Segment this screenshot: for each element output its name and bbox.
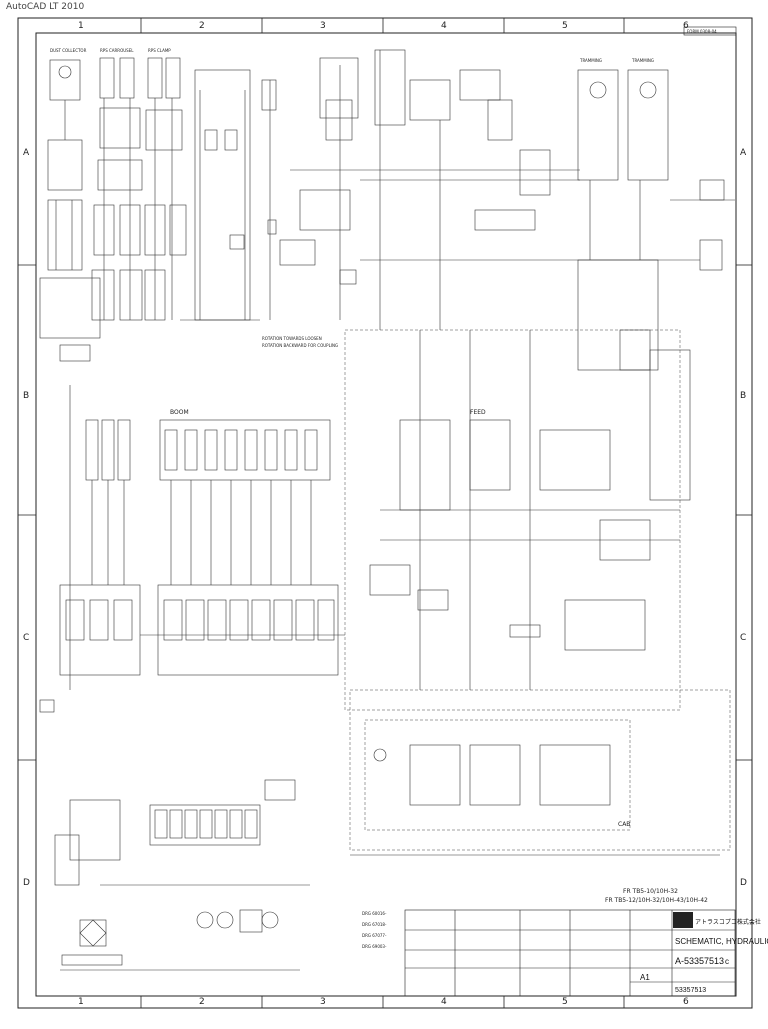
- boom-label: BOOM: [170, 409, 189, 416]
- dust-collector-circuit: [39, 59, 101, 362]
- tramming-left-label: TRAMMING: [579, 58, 602, 63]
- col-label-4: 4: [441, 21, 447, 31]
- rps-carousel-label: RPS CARROUSEL: [100, 48, 134, 53]
- row-label-a: A: [23, 148, 30, 158]
- inner-border: [35, 32, 737, 997]
- upper-right-circuit: [360, 49, 700, 330]
- rps-carousel-circuit: [91, 57, 187, 321]
- row-label-d: D: [23, 878, 30, 888]
- form-number: FORM 0308-04: [687, 29, 717, 34]
- dust-collector-label: DUST COLLECTOR: [50, 48, 87, 53]
- lower-left-circuit: [54, 779, 310, 971]
- model-line-2: FR TB5-12/10H-32/10H-43/10H-42: [605, 897, 708, 904]
- title-block: [404, 909, 736, 997]
- title-company-jp: アトラスコプコ株式会社: [695, 918, 761, 926]
- upper-center-lines: [180, 57, 360, 321]
- column-dividers: [18, 18, 752, 1008]
- revision-note-3: DRG 67077-: [362, 933, 387, 938]
- revision-note-4: DRG 69003-: [362, 944, 387, 949]
- col-label-4-bottom: 4: [441, 997, 447, 1007]
- revision-note-1: DRG 60016-: [362, 911, 387, 916]
- rotation-reset-left-label: ROTATION TOWARDS LOOSEN: [262, 336, 322, 341]
- outer-border: [17, 17, 753, 1009]
- tramming-right-label: TRAMMING: [631, 58, 654, 63]
- tramming-circuit: [577, 69, 735, 371]
- row-label-c-right: C: [740, 633, 746, 643]
- dashed-enclosures: [344, 329, 731, 851]
- cab-label: CAB: [618, 821, 630, 828]
- boom-valve-bank: [140, 419, 345, 676]
- title-drawing-title: SCHEMATIC, HYDRAULIC: [675, 937, 768, 946]
- cad-app-label: AutoCAD LT 2010: [6, 2, 85, 12]
- col-label-1-bottom: 1: [78, 997, 84, 1007]
- col-label-5-bottom: 5: [562, 997, 568, 1007]
- row-labels-left: A B C D: [23, 148, 30, 888]
- feed-label: FEED: [470, 409, 486, 416]
- feed-rotation-valves: [369, 329, 691, 690]
- cab-controls: [350, 744, 720, 856]
- title-part-number: 53357513: [675, 987, 706, 994]
- col-label-2: 2: [199, 21, 205, 31]
- row-label-b-right: B: [740, 391, 746, 401]
- column-labels-bottom: 1 2 3 4 5 6: [78, 997, 689, 1007]
- column-labels-top: 1 2 3 4 5 6: [78, 21, 689, 31]
- atlas-copco-logo: [673, 912, 693, 928]
- form-number-box: [683, 26, 737, 36]
- col-label-1: 1: [78, 21, 84, 31]
- row-labels-right: A B C D: [740, 148, 747, 888]
- revision-note-2: DRG 67018-: [362, 922, 387, 927]
- col-label-2-bottom: 2: [199, 997, 205, 1007]
- row-label-a-right: A: [740, 148, 747, 158]
- rotation-reset-right-label: ROTATION BACKWARD FOR COUPLING: [262, 343, 338, 348]
- title-revision: c: [725, 957, 729, 966]
- col-label-3-bottom: 3: [320, 997, 326, 1007]
- title-drawing-number: A-53357513: [675, 956, 724, 966]
- col-label-5: 5: [562, 21, 568, 31]
- row-label-c: C: [23, 633, 29, 643]
- model-line-1: FR TB5-10/10H-32: [623, 888, 678, 895]
- left-valve-bank: [39, 385, 141, 713]
- col-label-3: 3: [320, 21, 326, 31]
- title-sheet-size: A1: [640, 973, 650, 982]
- row-label-d-right: D: [740, 878, 747, 888]
- row-label-b: B: [23, 391, 29, 401]
- col-label-6: 6: [683, 21, 689, 31]
- col-label-6-bottom: 6: [683, 997, 689, 1007]
- rps-clamp-label: RPS CLAMP: [148, 48, 171, 53]
